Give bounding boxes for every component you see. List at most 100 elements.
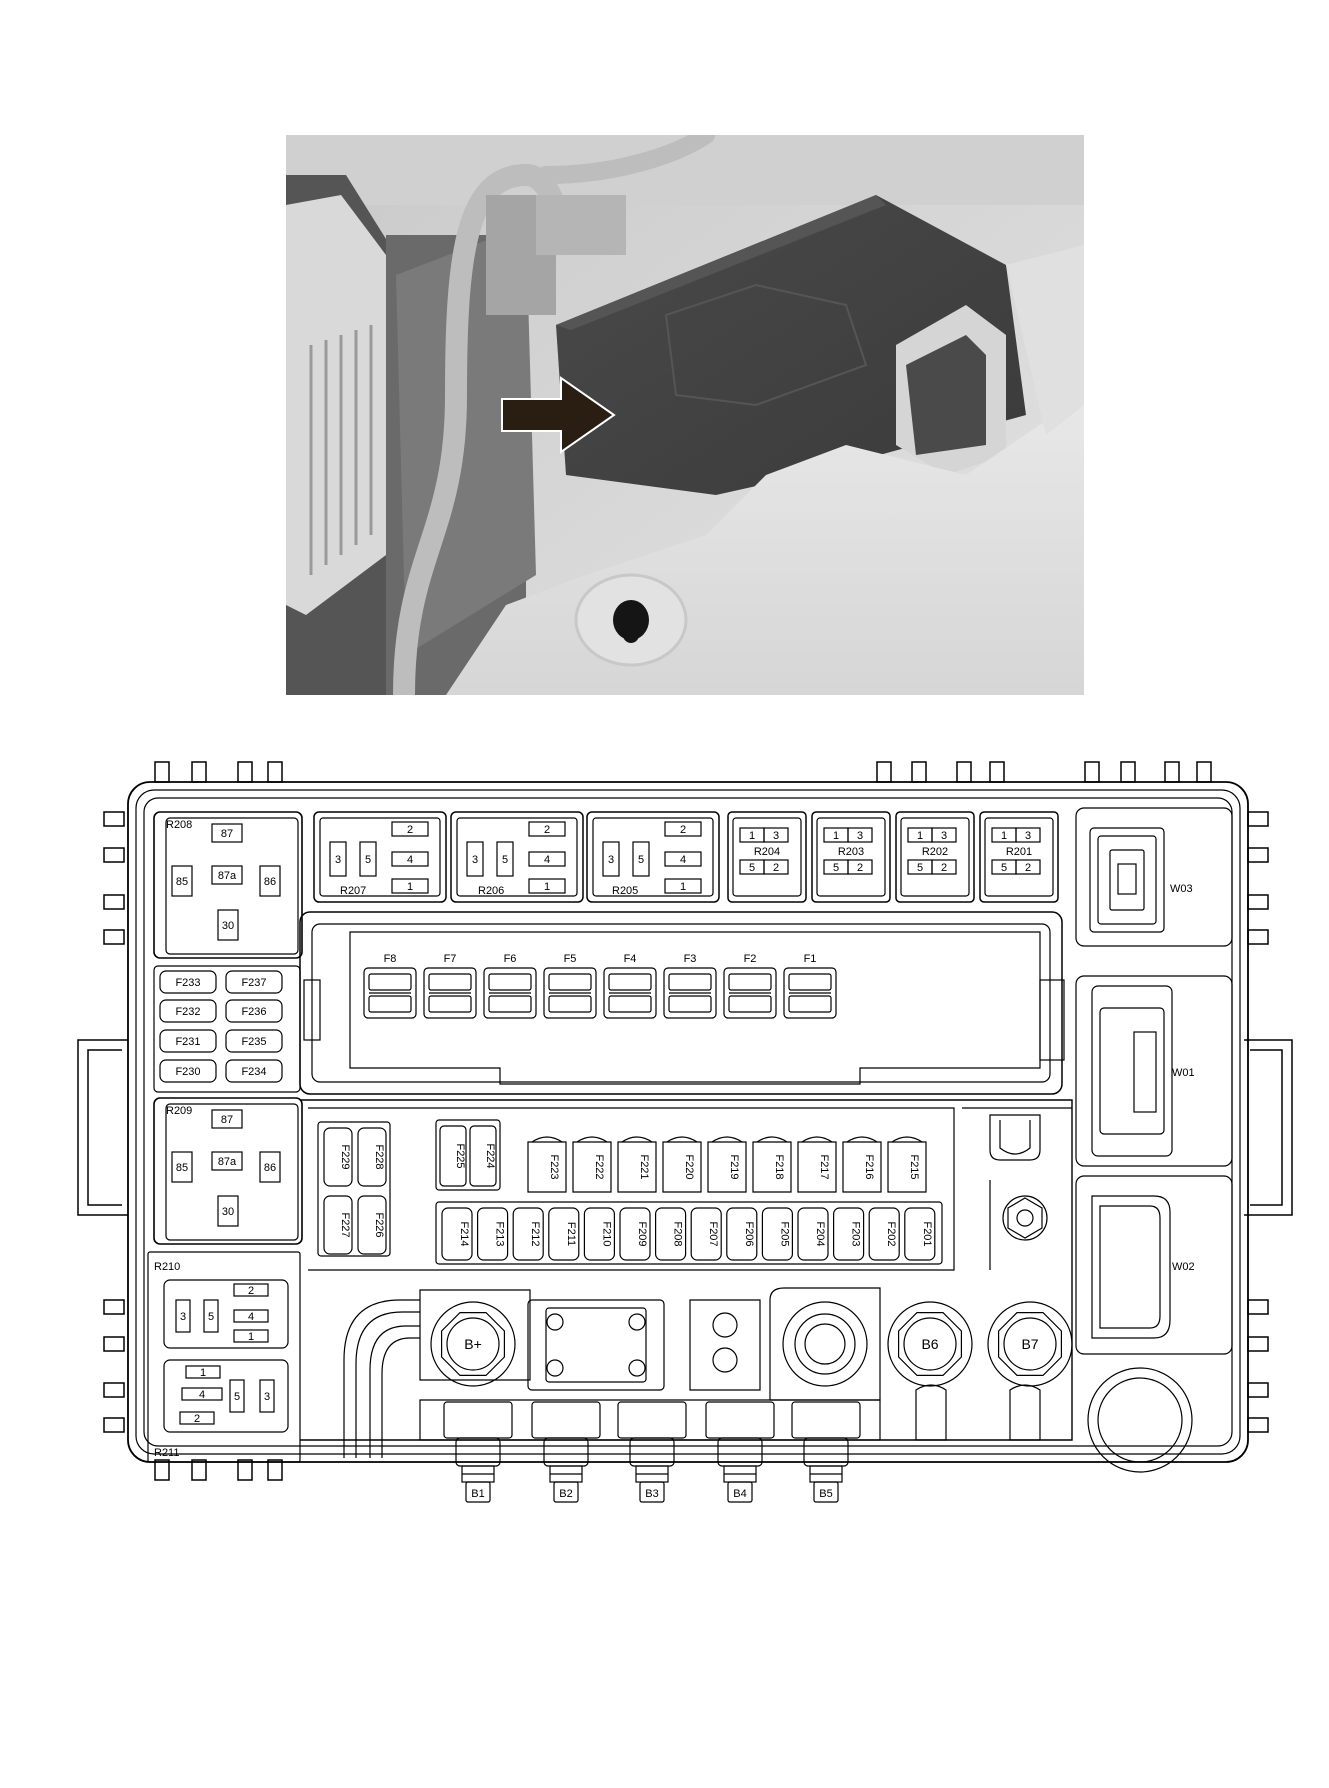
relay-r205: 2 3 5 4 1 R205 [586,811,720,903]
label-text: R204 [754,846,780,858]
power-stud: B7 [987,1301,1073,1387]
fuse: F215 [887,1136,927,1193]
relay-label: R209 [166,1105,192,1117]
jcase-fuse: F227 [323,1195,353,1255]
svg-text:5: 5 [208,1311,214,1323]
relay-r207: 2 3 5 4 1 R207 [313,811,447,903]
fuse: F204 [797,1207,829,1261]
label-text: F209 [636,1221,648,1246]
svg-text:5: 5 [638,854,644,866]
label-text: F201 [921,1221,933,1246]
label-text: 3 [773,830,779,842]
fuse: F202 [868,1207,900,1261]
fuse: F218 [752,1136,792,1193]
svg-text:5: 5 [234,1391,240,1403]
label-text: B1 [471,1488,484,1500]
svg-text:87a: 87a [218,1156,237,1168]
relay-label: R206 [478,885,504,897]
fuse: F222 [572,1136,612,1193]
bottom-terminal: B1 [443,1401,513,1503]
fuse: F208 [654,1207,687,1261]
jcase-fuse: F228 [357,1127,387,1187]
maxi-fuse: F3 [663,953,717,1019]
fuse: F224 [469,1125,497,1187]
mini-fuse: F234 [225,1059,283,1083]
label-text: F214 [458,1221,470,1246]
label-text: F8 [384,953,397,965]
svg-text:87a: 87a [218,870,237,882]
label-text: 5 [1001,862,1007,874]
label-text: R202 [922,846,948,858]
label-text: B4 [733,1488,746,1500]
label-text: F2 [744,953,757,965]
mini-fuse: F237 [225,970,283,994]
power-distribution-area [343,1114,1193,1473]
fuse: F210 [583,1207,616,1261]
svg-text:1: 1 [407,881,413,893]
fuse: F209 [619,1207,651,1261]
fuse: F206 [726,1207,758,1261]
svg-text:4: 4 [680,854,686,866]
engine-bay-photo [286,135,1084,695]
relay-r206: 2 3 5 4 1 R206 [450,811,584,903]
maxi-fuse: F7 [423,953,477,1019]
label-text: F4 [624,953,637,965]
relay-r209: R209 87 87a 85 86 30 [153,1097,303,1245]
label-text: F227 [339,1212,351,1237]
svg-text:87: 87 [221,828,233,840]
svg-text:5: 5 [502,854,508,866]
label-text: F223 [548,1154,560,1179]
svg-text:85: 85 [176,1162,188,1174]
label-text: F229 [339,1144,351,1169]
svg-text:86: 86 [264,1162,276,1174]
mini-fuse: F235 [225,1029,283,1053]
label-text: F215 [908,1154,920,1179]
label-text: F202 [885,1221,897,1246]
maxi-fuse: F6 [483,953,537,1019]
label-text: F207 [707,1221,719,1246]
fuse: F217 [797,1136,837,1193]
label-text: F218 [773,1154,785,1179]
relay-label: R210 [154,1261,180,1273]
fuse: F223 [527,1136,567,1193]
bottom-terminal: B5 [791,1401,861,1503]
svg-text:4: 4 [248,1311,254,1323]
label-text: F205 [778,1221,790,1246]
fuse-box-diagram: R208 87 87a 85 86 30 R209 87 87a 85 86 3… [77,761,1293,1503]
power-stud: B6 [887,1301,973,1387]
label-text: 5 [917,862,923,874]
svg-text:4: 4 [407,854,413,866]
svg-text:F234: F234 [241,1066,266,1078]
svg-text:3: 3 [335,854,341,866]
mini-fuse: F230 [159,1059,217,1083]
svg-text:1: 1 [248,1331,254,1343]
svg-text:1: 1 [544,881,550,893]
fuse: F212 [512,1207,544,1261]
svg-text:3: 3 [264,1391,270,1403]
maxi-fuse: F2 [723,953,777,1019]
svg-text:F232: F232 [175,1006,200,1018]
fuse: F205 [761,1207,794,1261]
label-text: F220 [683,1154,695,1179]
label-text: B5 [819,1488,832,1500]
connector-label: W02 [1172,1261,1195,1273]
svg-text:F233: F233 [175,977,200,989]
label-text: F6 [504,953,517,965]
fuse: F207 [690,1207,722,1261]
mini-fuse: F236 [225,999,283,1023]
label-text: F203 [850,1221,862,1246]
label-text: F228 [373,1144,385,1169]
label-text: 2 [1025,862,1031,874]
relay-label: R207 [340,885,366,897]
label-text: 3 [941,830,947,842]
label-text: 1 [917,830,923,842]
svg-text:85: 85 [176,876,188,888]
mini-fuse: F231 [159,1029,217,1053]
jcase-fuse: F226 [357,1195,387,1255]
